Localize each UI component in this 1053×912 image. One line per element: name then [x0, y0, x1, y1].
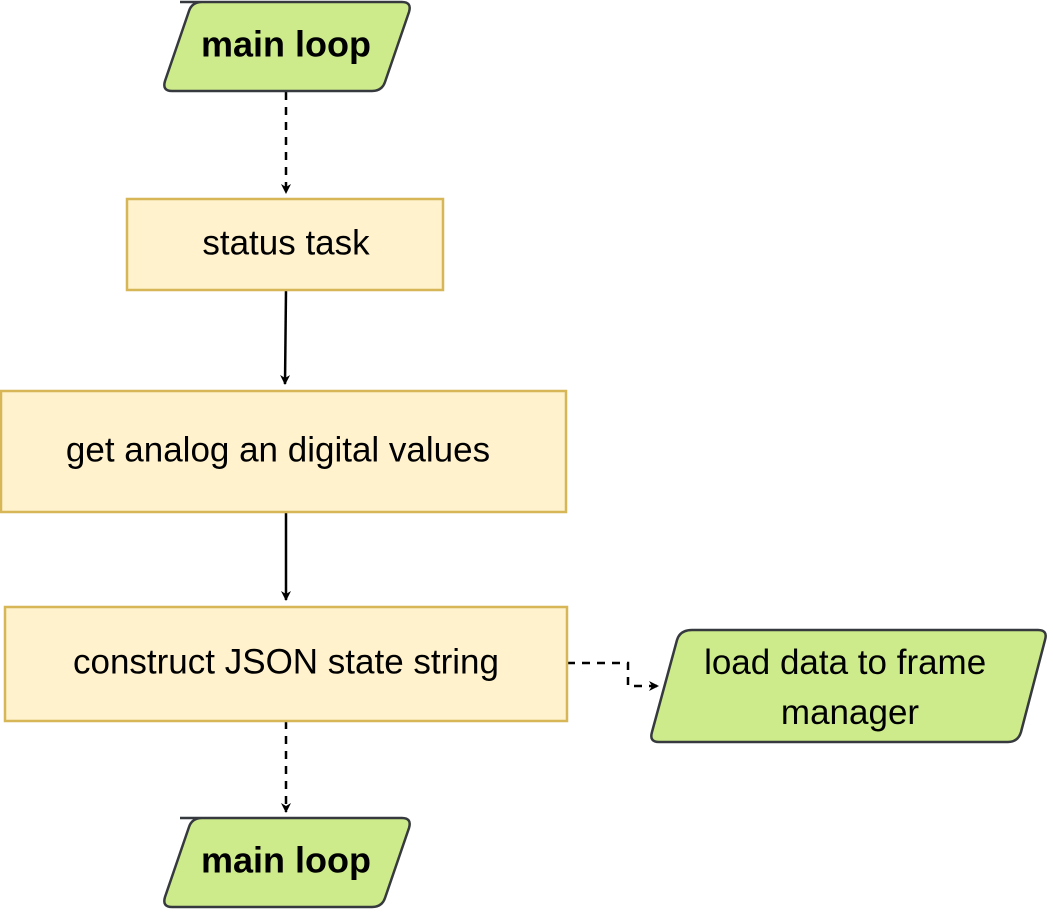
start-parallelogram-shape [163, 0, 411, 93]
load-data-label-line1: load data to frame [704, 643, 986, 682]
node-status-task: status task [125, 197, 445, 292]
get-values-rect [0, 389, 568, 514]
edges [280, 92, 659, 813]
node-start-main-loop: main loop [163, 0, 411, 93]
end-parallelogram-shape [163, 816, 411, 909]
end-label: main loop [201, 840, 371, 881]
load-data-parallelogram-shape [650, 628, 1047, 744]
load-data-label: load data to frame manager [704, 643, 996, 732]
node-load-data: load data to frame manager [650, 628, 1047, 744]
start-label: main loop [201, 24, 371, 65]
node-get-values: get analog an digital values [0, 389, 568, 514]
construct-json-label: construct JSON state string [73, 642, 499, 681]
get-values-label: get analog an digital values [66, 430, 490, 469]
load-data-label-line2: manager [781, 693, 919, 732]
status-task-label: status task [202, 223, 370, 262]
node-end-main-loop: main loop [163, 816, 411, 909]
node-construct-json: construct JSON state string [3, 605, 569, 723]
edge-construct-json-to-load-data [567, 661, 659, 691]
edge-status-task-to-get-values [280, 289, 291, 385]
status-task-rect [125, 197, 445, 292]
construct-json-rect [3, 605, 569, 723]
